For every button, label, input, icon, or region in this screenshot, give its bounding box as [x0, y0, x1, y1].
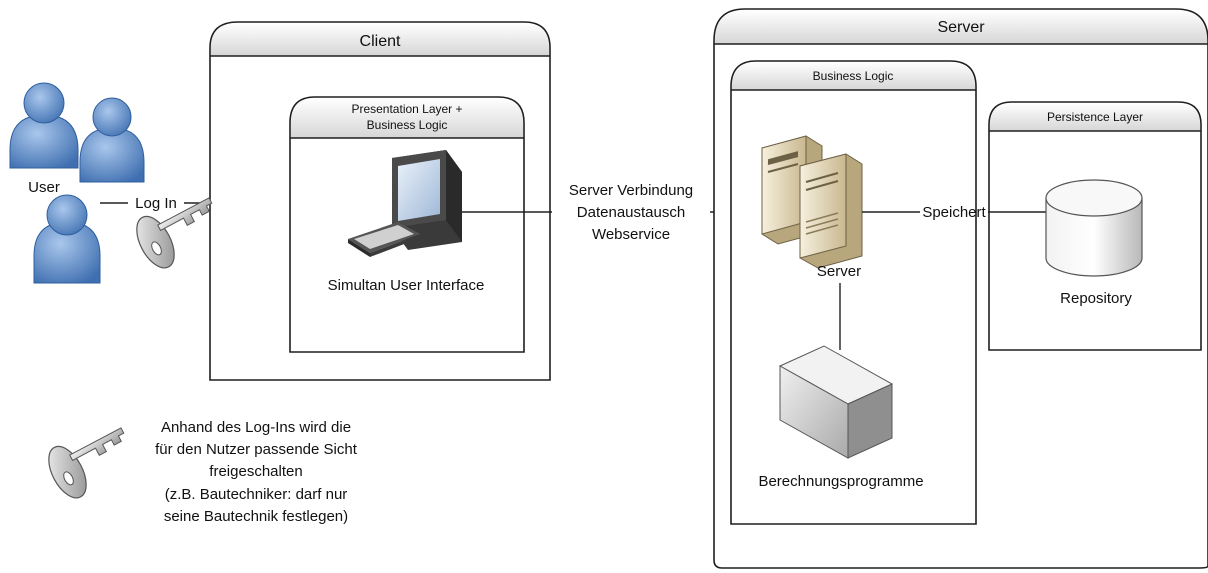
- store-label: Speichert: [922, 204, 986, 221]
- repository-label: Repository: [1060, 290, 1132, 307]
- database-icon: [1045, 179, 1143, 277]
- user-icon: [9, 82, 79, 169]
- note-line3: freigeschalten: [209, 463, 302, 480]
- key-icon: [48, 427, 125, 499]
- user-label: User: [28, 179, 60, 196]
- presentation-layer-title-line2: Business Logic: [367, 118, 448, 132]
- computer-label: Simultan User Interface: [328, 277, 485, 294]
- client-title: Client: [360, 33, 401, 50]
- computer-icon: [392, 150, 462, 250]
- persistence-layer-title: Persistence Layer: [1047, 110, 1143, 124]
- calc-label: Berechnungsprogramme: [758, 473, 923, 490]
- business-logic-title: Business Logic: [813, 69, 894, 83]
- server-label: Server: [817, 263, 861, 280]
- login-label: Log In: [135, 195, 177, 212]
- presentation-layer-title-line1: Presentation Layer +: [351, 102, 462, 116]
- server-title: Server: [937, 19, 985, 36]
- connection-label-line1: Server Verbindung: [569, 182, 693, 199]
- note-line5: seine Bautechnik festlegen): [164, 508, 348, 525]
- calc-box-icon: [778, 345, 894, 459]
- note-line2: für den Nutzer passende Sicht: [155, 441, 358, 458]
- login-note: Anhand des Log-Ins wird die für den Nutz…: [155, 419, 358, 525]
- user-icon: [33, 194, 101, 284]
- presentation-layer-container: Presentation Layer + Business Logic: [289, 96, 525, 353]
- note-line1: Anhand des Log-Ins wird die: [161, 419, 351, 436]
- user-icon: [79, 97, 145, 183]
- note-line4: (z.B. Bautechniker: darf nur: [165, 486, 348, 503]
- connection-label-line2: Datenaustausch: [577, 204, 685, 221]
- keyboard-icon: [348, 222, 420, 257]
- key-icon: [136, 197, 213, 269]
- connection-label-line3: Webservice: [592, 226, 670, 243]
- server-icon: [761, 135, 863, 269]
